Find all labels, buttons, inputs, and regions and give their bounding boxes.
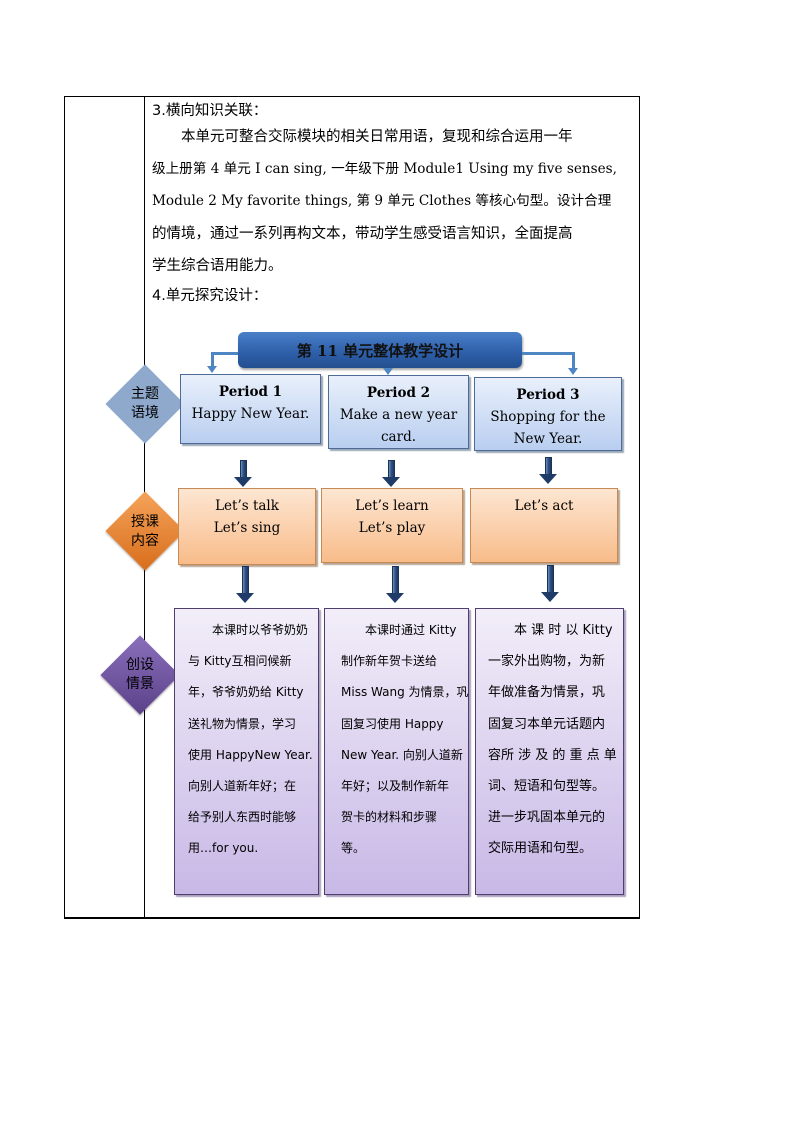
connector-line	[572, 352, 575, 368]
scenario-line: 词、短语和句型等。	[488, 779, 606, 795]
period-theme-line: card.	[381, 429, 416, 445]
paragraph-line: 级上册第 4 单元 I can sing, 一年级下册 Module1 Usin…	[152, 161, 617, 178]
scenario-line: 容所 涉 及 的 重 点 单	[488, 747, 617, 763]
scenario-line: 一家外出购物，为新	[488, 654, 606, 670]
scenario-line: 向别人道新年好；在	[188, 779, 297, 794]
paragraph-line: 的情境，通过一系列再构文本，带动学生感受语言知识，全面提高	[152, 225, 573, 242]
period-1-scenario-box: 本课时以爷爷奶奶 与 Kitty互相问候新 年，爷爷奶奶给 Kitty 送礼物为…	[174, 608, 319, 895]
section-3-paragraph: 本单元可整合交际模块的相关日常用语，复现和综合运用一年 级上册第 4 单元 I …	[152, 121, 632, 282]
period-1-theme-box: Period 1 Happy New Year.	[180, 374, 321, 444]
period-theme-line: New Year.	[513, 431, 583, 447]
scenario-line: 交际用语和句型。	[488, 841, 593, 857]
scenario-line: 年好；以及制作新年	[341, 779, 450, 794]
period-2-content-box: Let’s learn Let’s play	[321, 488, 463, 563]
paragraph-line: 本单元可整合交际模块的相关日常用语，复现和综合运用一年	[152, 129, 573, 145]
scenario-line: 与 Kitty互相问候新	[188, 654, 292, 669]
scenario-line: 给予别人东西时能够	[188, 810, 297, 825]
scenario-line: New Year. 向别人道新	[341, 747, 463, 762]
connector-arrow-icon	[207, 366, 217, 373]
period-title: Period 2	[366, 385, 431, 401]
scenario-line: 固复习使用 Happy	[341, 716, 444, 731]
scenario-line: 年做准备为情景，巩	[488, 685, 606, 701]
period-theme-line: Happy New Year.	[191, 406, 310, 422]
content-line: Let’s act	[514, 498, 574, 514]
content-line: Let’s talk	[215, 498, 279, 514]
connector-line	[522, 352, 575, 355]
connector-line	[211, 352, 214, 366]
content-line: Let’s learn	[355, 498, 429, 514]
content-line: Let’s sing	[213, 520, 281, 536]
diagram-title-banner: 第 11 单元整体教学设计	[238, 332, 522, 368]
table-frame	[64, 96, 640, 919]
scenario-line: 送礼物为情景，学习	[188, 716, 297, 731]
period-title: Period 1	[218, 384, 283, 400]
connector-line	[212, 352, 238, 355]
scenario-line: 本课时以爷爷奶奶	[188, 623, 309, 637]
section-3-heading: 3.横向知识关联：	[152, 103, 268, 119]
scenario-line: 进一步巩固本单元的	[488, 810, 606, 826]
scenario-line: 贺卡的材料和步骤	[341, 810, 438, 825]
period-title: Period 3	[516, 387, 580, 403]
scenario-line: 使用 HappyNew Year.	[188, 747, 313, 762]
content-line: Let’s play	[358, 520, 426, 536]
scenario-line: 等。	[341, 841, 366, 856]
period-3-scenario-box: 本 课 时 以 Kitty 一家外出购物，为新 年做准备为情景，巩 固复习本单元…	[475, 608, 624, 895]
scenario-line: Miss Wang 为情景，巩	[341, 685, 469, 700]
scenario-line: 制作新年贺卡送给	[341, 654, 438, 669]
connector-arrow-icon	[383, 368, 393, 375]
diagram-title: 第 11 单元整体教学设计	[296, 341, 464, 360]
paragraph-line: Module 2 My favorite things, 第 9 单元 Clot…	[152, 193, 612, 210]
period-1-content-box: Let’s talk Let’s sing	[178, 488, 316, 565]
paragraph-line: 学生综合语用能力。	[152, 257, 283, 274]
content-row-label: 授课 内容	[131, 514, 159, 549]
period-3-content-box: Let’s act	[470, 488, 618, 563]
period-theme-line: Shopping for the	[490, 409, 606, 425]
scenario-line: 本 课 时 以 Kitty	[488, 623, 613, 638]
scenario-line: 用…for you.	[188, 841, 259, 856]
scenario-line: 本课时通过 Kitty	[341, 623, 457, 637]
connector-arrow-icon	[568, 368, 578, 375]
period-theme-line: Make a new year	[339, 407, 458, 423]
period-2-scenario-box: 本课时通过 Kitty 制作新年贺卡送给 Miss Wang 为情景，巩 固复习…	[324, 608, 469, 895]
theme-row-label: 主题 语境	[131, 386, 159, 421]
period-3-theme-box: Period 3 Shopping for the New Year.	[474, 377, 622, 451]
scenario-line: 年，爷爷奶奶给 Kitty	[188, 685, 304, 700]
scenario-line: 固复习本单元话题内	[488, 716, 606, 732]
scenario-row-label: 创设 情景	[126, 657, 154, 692]
period-2-theme-box: Period 2 Make a new year card.	[328, 375, 469, 449]
section-4-heading: 4.单元探究设计：	[152, 288, 268, 304]
